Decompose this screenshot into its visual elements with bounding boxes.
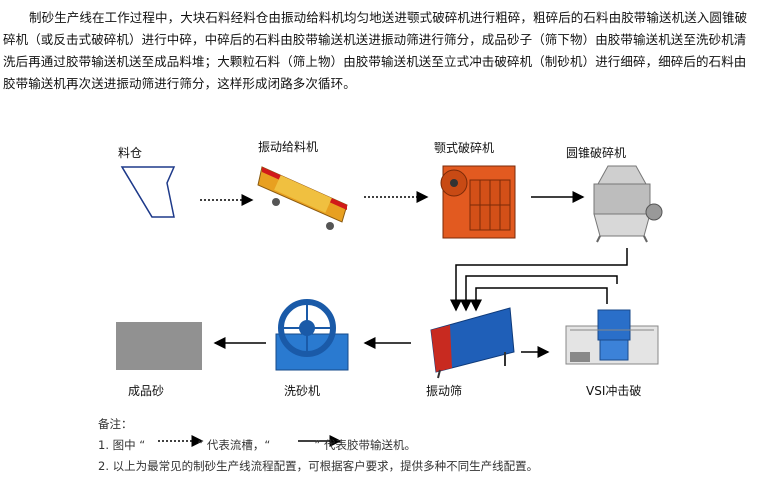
label-screen: 振动筛 bbox=[426, 384, 463, 398]
notes-line-1: 1. 图中 “ ” 代表流槽，“ ” 代表胶带输送机。 bbox=[98, 435, 538, 456]
vsi-crusher-image bbox=[565, 309, 659, 365]
label-cone: 圆锥破碎机 bbox=[566, 146, 627, 160]
label-hopper: 料仓 bbox=[118, 146, 143, 160]
notes-line-1-b: ” 代表流槽，“ bbox=[197, 438, 271, 452]
hopper-icon bbox=[120, 166, 176, 218]
vibrating-feeder-image bbox=[257, 166, 348, 230]
notes-section: 备注： 1. 图中 “ ” 代表流槽，“ ” 代表胶带输送机。 2. 以上为最常… bbox=[98, 414, 538, 477]
notes-title: 备注： bbox=[98, 417, 133, 431]
vibrating-screen-image bbox=[430, 307, 515, 379]
finished-sand-image bbox=[116, 322, 202, 370]
label-feeder: 振动给料机 bbox=[258, 140, 319, 154]
cone-crusher-image bbox=[593, 165, 663, 243]
jaw-crusher-image bbox=[440, 165, 516, 239]
label-vsi: VSI冲击破 bbox=[586, 384, 642, 398]
sand-washer-image bbox=[275, 299, 349, 371]
intro-paragraph: 制砂生产线在工作过程中，大块石料经料仓由振动给料机均匀地送进颚式破碎机进行粗碎，… bbox=[3, 10, 748, 91]
notes-line-1-c: ” 代表胶带输送机。 bbox=[314, 438, 416, 452]
notes-line-1-a: 1. 图中 “ bbox=[98, 438, 146, 452]
label-jaw: 颚式破碎机 bbox=[434, 141, 495, 155]
label-washer: 洗砂机 bbox=[284, 384, 321, 398]
label-product: 成品砂 bbox=[128, 384, 165, 398]
notes-line-2: 2. 以上为最常见的制砂生产线流程配置，可根据客户要求，提供多种不同生产线配置。 bbox=[98, 459, 539, 473]
conveyor-return-lines bbox=[450, 248, 628, 358]
